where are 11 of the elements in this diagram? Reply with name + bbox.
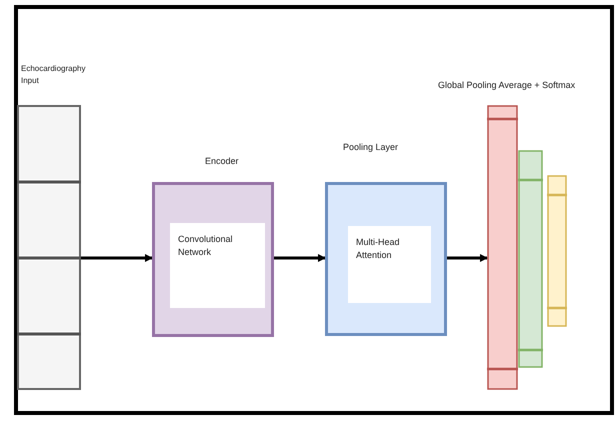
process-box bbox=[348, 226, 431, 303]
node-heading: Encoder bbox=[205, 155, 240, 167]
arrow bbox=[81, 254, 153, 262]
arrow bbox=[274, 254, 326, 262]
node-label: Multi-Head Attention bbox=[356, 236, 401, 262]
node-label: Convolutional Network bbox=[178, 233, 234, 259]
node-heading: Global Pooling Average + Softmax bbox=[438, 79, 576, 91]
arrow bbox=[447, 254, 488, 262]
node-heading: Echocardiography Input bbox=[21, 63, 85, 87]
process-box bbox=[170, 223, 265, 308]
node-heading: Pooling Layer bbox=[343, 141, 400, 153]
